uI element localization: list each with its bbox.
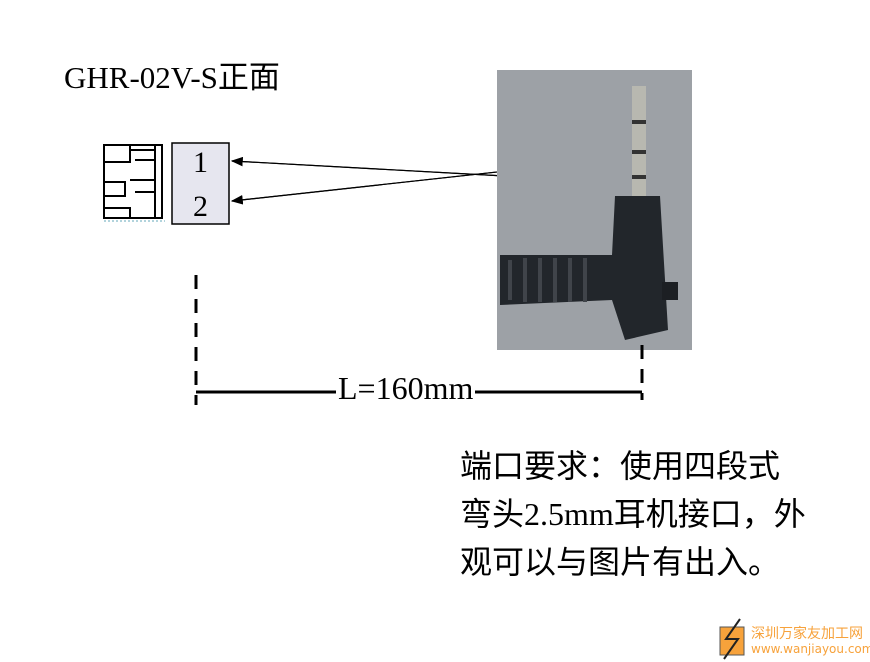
earphone-plug-photo [497,70,692,350]
requirement-note: 端口要求：使用四段式弯头2.5mm耳机接口，外观可以与图片有出入。 [460,448,806,580]
watermark-logo: 深圳万家友加工网 www.wanjiayou.com [718,617,870,662]
connector-side-icon [103,144,163,219]
slide-title: GHR-02V-S正面 [64,60,280,95]
logo-icon [719,618,745,660]
watermark-name: 深圳万家友加工网 [751,626,863,642]
dimension-label: L=160mm [336,370,476,407]
connector-front-box [171,142,230,225]
watermark-url: www.wanjiayou.com [751,642,870,656]
pin-1-label: 1 [193,146,208,179]
pin-2-label: 2 [193,190,208,223]
